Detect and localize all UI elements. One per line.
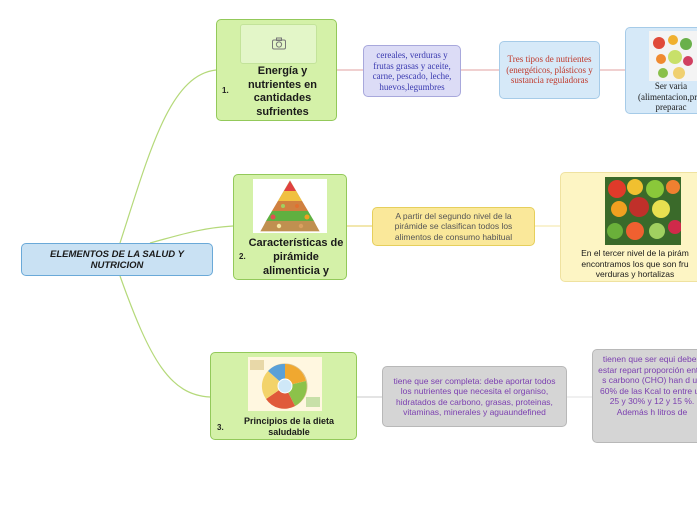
subtopic-text: Ser varia (alimentacion,pr y preparac [638, 81, 697, 112]
branch-number: 2. [239, 252, 246, 261]
subtopic-dieta-completa[interactable]: tiene que ser completa: debe aportar tod… [382, 366, 567, 427]
food-image-icon [649, 31, 697, 81]
image-placeholder[interactable] [240, 24, 317, 64]
subtopic-text: En el tercer nivel de la pirám encontram… [581, 248, 689, 279]
subtopic-text: cereales, verduras y frutas grasas y ace… [372, 50, 452, 92]
subtopic-ser-variada[interactable]: Ser varia (alimentacion,pr y preparac [625, 27, 697, 114]
branch-number: 3. [217, 423, 224, 432]
subtopic-text: A partir del segundo nivel de la pirámid… [394, 210, 513, 242]
food-pyramid-icon [253, 179, 327, 233]
subtopic-text: Tres tipos de nutrientes (energéticos, p… [506, 54, 593, 86]
link-root-branch1 [119, 69, 217, 244]
branch-number: 1. [222, 86, 229, 95]
root-topic-label: ELEMENTOS DE LA SALUD Y NUTRICION [50, 248, 184, 271]
root-topic[interactable]: ELEMENTOS DE LA SALUD Y NUTRICION [21, 243, 213, 276]
branch-title: Energía y nutrientes en cantidades sufri… [247, 65, 318, 118]
link-root-branch3 [119, 275, 211, 398]
branch-title: Principios de la dieta saludable [243, 416, 335, 437]
link-root-branch2 [149, 225, 234, 244]
subtopic-tercer-nivel[interactable]: En el tercer nivel de la pirám encontram… [560, 172, 697, 282]
branch-piramide-alimenticia[interactable]: 2. Características de pirámide alimentic… [233, 174, 347, 280]
healthy-plate-icon [248, 357, 322, 411]
subtopic-dieta-equilibrada[interactable]: tienen que ser equi deben estar repart p… [592, 349, 697, 443]
subtopic-tipos-nutrientes[interactable]: Tres tipos de nutrientes (energéticos, p… [499, 41, 600, 99]
branch-dieta-saludable[interactable]: 3. Principios de la dieta saludable [210, 352, 357, 440]
subtopic-grupos-alimentos[interactable]: cereales, verduras y frutas grasas y ace… [363, 45, 461, 97]
subtopic-segundo-nivel[interactable]: A partir del segundo nivel de la pirámid… [372, 207, 535, 246]
branch-energia-nutrientes[interactable]: 1. Energía y nutrientes en cantidades su… [216, 19, 337, 121]
branch-title: Características de pirámide alimenticia … [248, 237, 344, 277]
camera-icon [271, 37, 286, 50]
subtopic-text: tiene que ser completa: debe aportar tod… [393, 375, 556, 418]
subtopic-text: tienen que ser equi deben estar repart p… [598, 354, 697, 417]
vegetables-image-icon [605, 177, 682, 245]
